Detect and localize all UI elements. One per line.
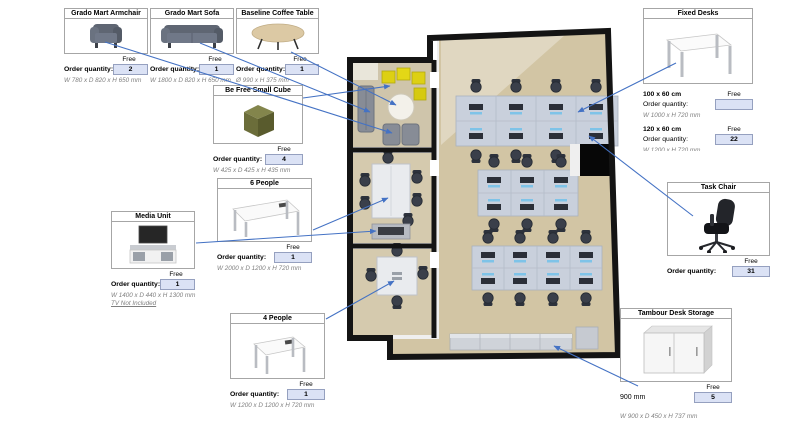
four-people-free-label: Free: [299, 381, 313, 388]
fixed-desks-100-size: 100 x 60 cm: [643, 91, 682, 98]
tambour-card: Tambour Desk Storage Free 900 mm 5 W 900…: [620, 308, 732, 420]
coffee-table-title: Baseline Coffee Table: [237, 9, 318, 19]
task-chair-title: Task Chair: [668, 183, 769, 193]
task-chair-qty-label: Order quantity:: [667, 268, 717, 275]
fixed-desks-100-dimensions: W 1000 x H 720 mm: [643, 112, 701, 119]
media-unit-plan: [371, 223, 411, 240]
fixed-desks-120-size: 120 x 60 cm: [643, 126, 682, 133]
coffee-table-free-label: Free: [293, 56, 307, 63]
tambour-dimensions: W 900 x D 450 x H 737 mm: [620, 413, 698, 420]
task-chair-image: [698, 198, 735, 253]
sofa-title: Grado Mart Sofa: [151, 9, 233, 19]
six-people-table-image: [231, 199, 300, 237]
sofa-card: Grado Mart Sofa Free Order quantity: 1 W…: [150, 8, 234, 84]
storage-cube: [575, 326, 599, 350]
fixed-desk-image: [665, 33, 733, 77]
six-people-title: 6 People: [218, 179, 311, 189]
four-people-qty-label: Order quantity:: [230, 391, 280, 398]
task-chair-free-label: Free: [744, 258, 758, 265]
sofa-image: [161, 25, 223, 48]
four-people-title: 4 People: [231, 314, 324, 324]
tambour-run: [449, 333, 573, 351]
sofa-qty-input[interactable]: 1: [199, 64, 234, 75]
media-unit-card: Media Unit Free Order quantity: 1 W 1400…: [111, 211, 195, 307]
desk-bank-3: [471, 229, 603, 307]
coffee-table-card: Baseline Coffee Table Free Order quantit…: [236, 8, 319, 84]
six-people-free-label: Free: [286, 244, 300, 251]
sofa-qty-label: Order quantity:: [150, 66, 200, 73]
media-unit-dimensions: W 1400 x D 440 x H 1300 mm: [111, 292, 196, 299]
fixed-desks-100-variant: 100 x 60 cm Free Order quantity: W 1000 …: [643, 91, 753, 119]
tambour-image: [643, 325, 713, 374]
media-unit-title: Media Unit: [112, 212, 194, 222]
fixed-desks-100-free-label: Free: [727, 91, 741, 98]
desk-bank-2: [477, 153, 579, 233]
six-people-dimensions: W 2000 x D 1200 x H 720 mm: [217, 265, 302, 272]
fixed-desks-120-variant: 120 x 60 cm Free Order quantity: 22 W 12…: [643, 126, 753, 151]
small-cube-image: [244, 104, 274, 137]
armchair-title: Grado Mart Armchair: [65, 9, 147, 19]
media-unit-image: [129, 225, 177, 264]
fixed-desks-120-qty-label: Order quantity:: [643, 136, 688, 143]
lounge-round-table: [387, 93, 415, 121]
task-chair-card: Task Chair Free Order quantity: 31: [667, 182, 770, 277]
four-people-qty-input[interactable]: 1: [287, 389, 325, 400]
six-people-qty-label: Order quantity:: [217, 254, 267, 261]
coffee-table-qty-label: Order quantity:: [236, 66, 286, 73]
small-cube-card: Be Free Small Cube Free Order quantity: …: [213, 85, 303, 174]
media-unit-qty-label: Order quantity:: [111, 281, 161, 288]
fixed-desks-100-qty-input[interactable]: [715, 99, 753, 110]
fixed-desks-120-free-label: Free: [727, 126, 741, 133]
small-cube-dimensions: W 425 x D 425 x H 435 mm: [213, 167, 291, 174]
tambour-title: Tambour Desk Storage: [621, 309, 731, 319]
four-people-card: 4 People Free Order quantity: 1 W 1200 x…: [230, 313, 325, 409]
small-cube-qty-label: Order quantity:: [213, 156, 263, 163]
lounge-armchair-1: [382, 123, 401, 146]
black-cabinet: [580, 144, 612, 176]
fixed-desks-title: Fixed Desks: [644, 9, 752, 19]
media-unit-qty-input[interactable]: 1: [160, 279, 195, 290]
tambour-size-label: 900 mm: [620, 394, 646, 401]
fixed-desks-card: Fixed Desks 100 x 60 cm Free Order quant…: [643, 8, 753, 151]
coffee-table-image: [251, 23, 304, 50]
tambour-free-label: Free: [706, 384, 720, 391]
fixed-desks-120-dimensions: W 1200 x H 720 mm: [643, 147, 701, 151]
media-unit-free-label: Free: [169, 271, 183, 278]
media-unit-note: TV Not Included: [111, 300, 157, 307]
task-chair-qty-input[interactable]: 31: [732, 266, 770, 277]
sofa-dimensions: W 1800 x D 820 x H 650 mm: [150, 77, 231, 84]
lounge-armchair-2: [401, 123, 420, 146]
fixed-desks-100-qty-label: Order quantity:: [643, 101, 688, 108]
tambour-qty-input[interactable]: 5: [694, 392, 732, 403]
six-people-qty-input[interactable]: 1: [274, 252, 312, 263]
armchair-qty-label: Order quantity:: [64, 66, 114, 73]
four-people-table-image: [252, 336, 306, 374]
coffee-table-dimensions: Ø 990 x H 375 mm: [236, 77, 289, 84]
small-cube-free-label: Free: [277, 146, 291, 153]
armchair-free-label: Free: [122, 56, 136, 63]
small-cube-title: Be Free Small Cube: [214, 86, 302, 96]
small-cube-qty-input[interactable]: 4: [265, 154, 303, 165]
armchair-card: Grado Mart Armchair Free Order quantity:…: [64, 8, 148, 84]
sofa-free-label: Free: [208, 56, 222, 63]
armchair-qty-input[interactable]: 2: [113, 64, 148, 75]
armchair-image: [90, 24, 122, 48]
six-people-card: 6 People Free Order quantity: 1 W 2000 x…: [217, 178, 312, 272]
fixed-desks-120-qty-input[interactable]: 22: [715, 134, 753, 145]
four-people-dimensions: W 1200 x D 1200 x H 720 mm: [230, 402, 315, 409]
door-openings: [430, 72, 439, 268]
armchair-dimensions: W 780 x D 820 x H 650 mm: [64, 77, 142, 84]
table-4-people: [376, 256, 418, 296]
coffee-table-qty-input[interactable]: 1: [285, 64, 319, 75]
